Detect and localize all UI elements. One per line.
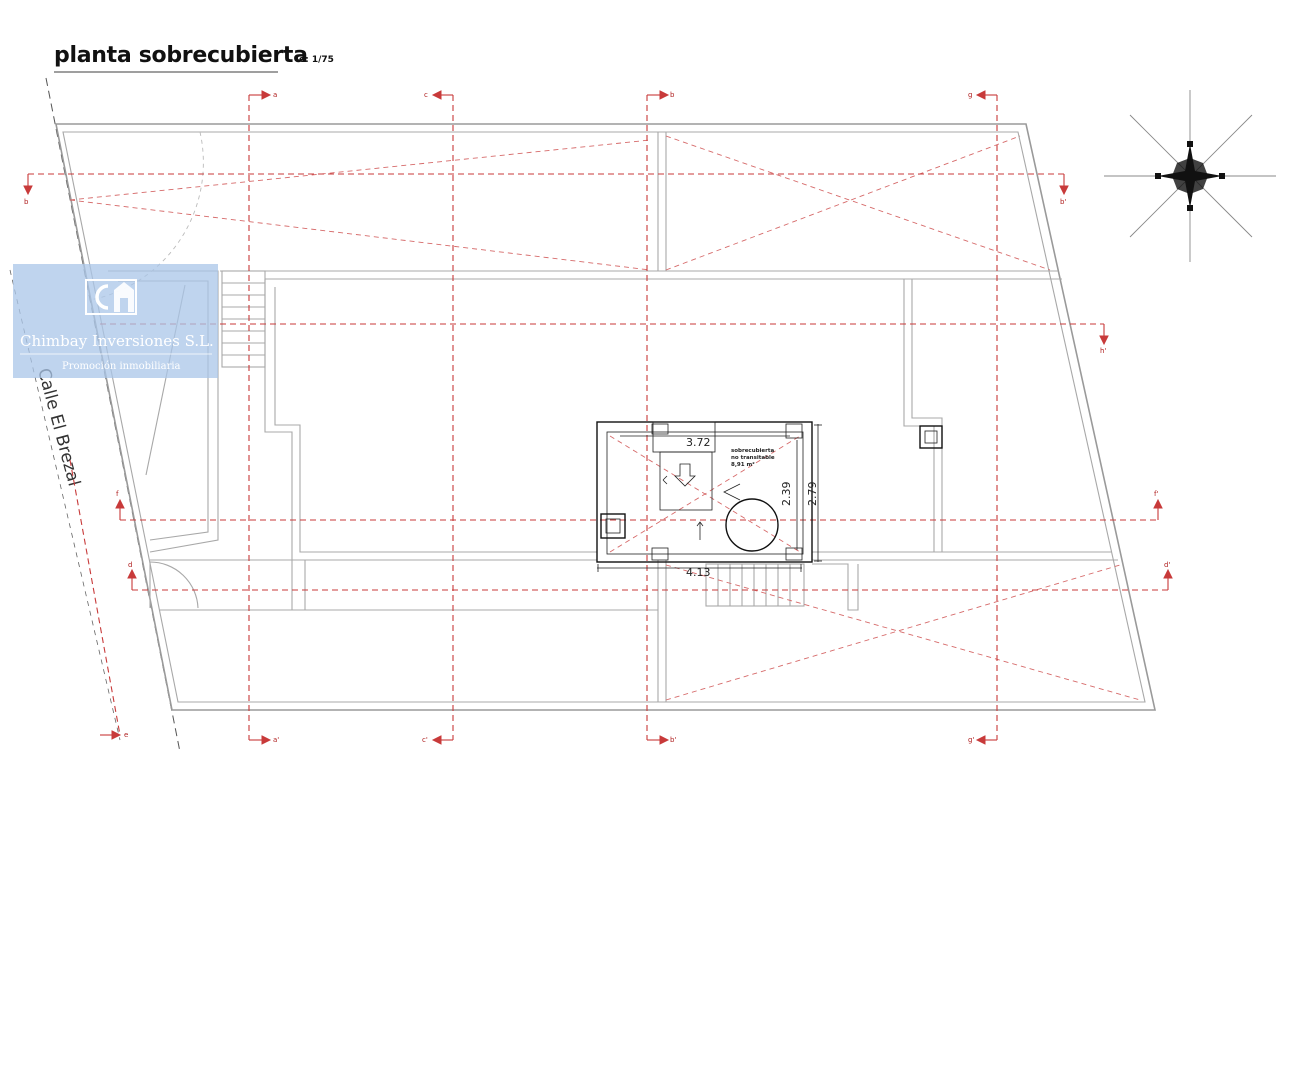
section-label-f: f [116, 490, 119, 498]
outer-wall [55, 123, 1156, 711]
watermark-box [13, 264, 218, 378]
section-arrow-b-bottom [659, 735, 670, 745]
section-arrow-d-right [1163, 568, 1173, 579]
section-arrow-d-left [127, 568, 137, 579]
company-logo [85, 279, 137, 315]
section-label-c-top: c [424, 91, 428, 99]
title-block: planta sobrecubierta e: 1/75 [54, 43, 334, 73]
section-arrow-c-top [431, 90, 442, 100]
section-arrow-b-right [1059, 185, 1069, 196]
down-arrow-icon [674, 463, 696, 487]
section-arrow-g-bottom [975, 735, 986, 745]
left-stair [221, 270, 266, 368]
section-arrow-b-left [23, 185, 33, 196]
section-label-e: e [124, 731, 128, 739]
section-arrow-c-bottom [431, 735, 442, 745]
section-label-b-prime: b' [1060, 198, 1066, 206]
lower-stair [705, 563, 859, 611]
left-arrow-icon [723, 483, 741, 501]
company-watermark: Chimbay Inversiones S.L. Promoción inmob… [13, 264, 218, 378]
section-label-a-top: a [273, 91, 277, 99]
building-outline [55, 123, 1156, 711]
central-roof-left-inner [274, 287, 597, 553]
section-arrow-f-right [1153, 498, 1163, 509]
section-markers: a c b g a' c' b' g' e b b' [23, 90, 1173, 745]
section-arrow-f-left [115, 498, 125, 509]
section-label-d-prime: d' [1164, 561, 1170, 569]
watermark-subtitle: Promoción inmobiliaria [62, 361, 181, 372]
central-roof-right [812, 279, 943, 553]
roof-slope-lines [69, 131, 1141, 701]
chimney-left [600, 513, 626, 539]
section-label-c-prime: c' [422, 736, 428, 744]
section-line-e [69, 459, 121, 736]
section-label-a-prime: a' [273, 736, 279, 744]
up-arrow-icon [696, 521, 704, 527]
street-boundary: Calle El Brezal [9, 77, 181, 753]
central-roof-right-inner [903, 279, 935, 552]
roof-note-line3: 8,91 m² [731, 461, 755, 468]
section-label-d: d [128, 561, 132, 569]
chimney-right [919, 425, 943, 449]
stair-housing-inner [606, 431, 804, 555]
stair-housing: 3.72 4.13 2.39 2.79 sobrecubierta no tra… [596, 421, 822, 579]
roof-note-line1: sobrecubierta [731, 448, 775, 454]
section-label-g-prime: g' [968, 736, 974, 744]
section-label-g-top: g [968, 91, 972, 99]
dim-height-outer: 2.79 [806, 482, 819, 507]
stair-housing-hatch [659, 451, 713, 511]
section-label-f-prime: f' [1154, 490, 1158, 498]
drawing-title: planta sobrecubierta [54, 43, 308, 68]
section-label-b-top: b [670, 91, 675, 99]
section-label-b-prime-bottom: b' [670, 736, 676, 744]
section-arrow-h-right [1099, 335, 1109, 346]
north-compass-icon [1104, 90, 1276, 262]
section-arrow-a-bottom [261, 735, 272, 745]
round-skylight [725, 498, 779, 552]
central-roof-left [264, 279, 597, 561]
section-arrow-g-top [975, 90, 986, 100]
section-arrow-b-top [659, 90, 670, 100]
watermark-company: Chimbay Inversiones S.L. [20, 332, 214, 350]
door-swing [149, 561, 199, 609]
roof-note-line2: no transitable [731, 455, 775, 461]
section-arrow-e [111, 730, 122, 740]
street-name: Calle El Brezal [33, 366, 84, 488]
section-label-b-left: b [24, 198, 29, 206]
section-cuts [28, 95, 1168, 740]
drawing-scale: e: 1/75 [299, 55, 334, 65]
section-label-h-prime: h' [1100, 347, 1106, 355]
outer-wall-inner [62, 131, 1146, 703]
dim-width-bottom: 4.13 [686, 566, 711, 579]
section-arrow-a-top [261, 90, 272, 100]
dim-width-top: 3.72 [686, 436, 711, 449]
dim-height-inner: 2.39 [780, 482, 793, 507]
